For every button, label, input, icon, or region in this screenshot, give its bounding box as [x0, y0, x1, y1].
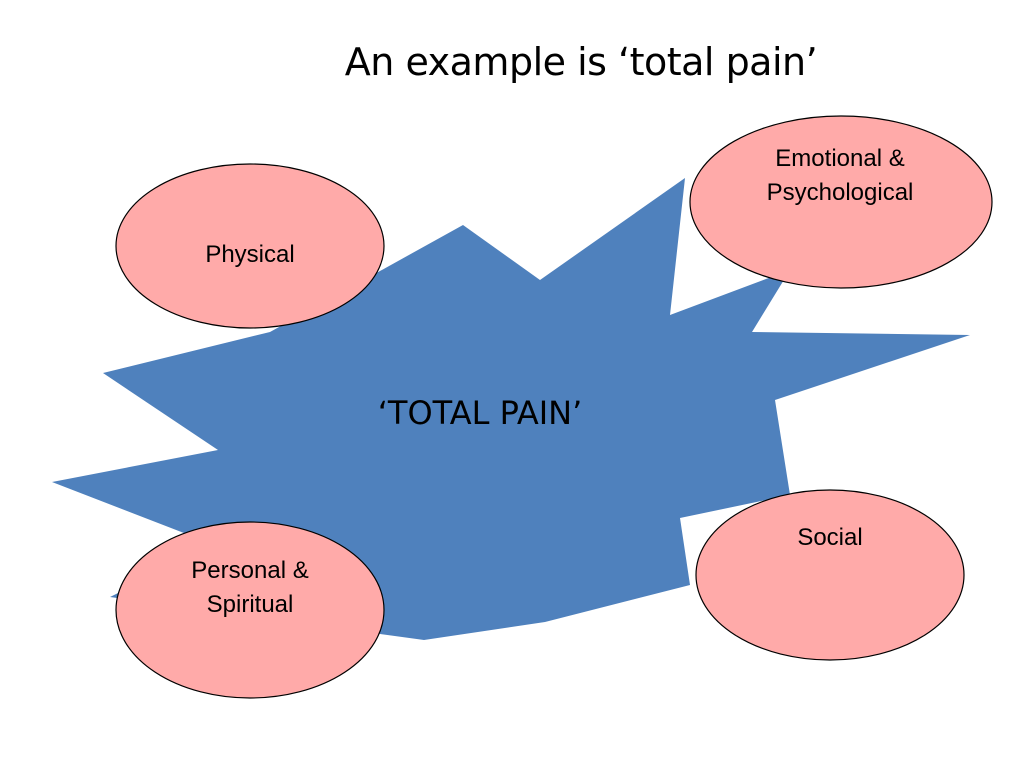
total-pain-label: ‘TOTAL PAIN’ — [377, 394, 583, 432]
physical-label: Physical — [205, 241, 295, 268]
oval-physical — [115, 163, 385, 329]
oval-personal-spiritual — [115, 521, 385, 699]
oval-emotional-psychological — [689, 115, 993, 289]
slide-title: An example is ‘total pain’ — [344, 40, 818, 84]
oval-social — [695, 489, 965, 661]
social-label: Social — [797, 524, 863, 551]
personal-spiritual-label: Personal & Spiritual — [191, 557, 309, 618]
emotional-psychological-label: Emotional & Psychological — [766, 145, 914, 206]
